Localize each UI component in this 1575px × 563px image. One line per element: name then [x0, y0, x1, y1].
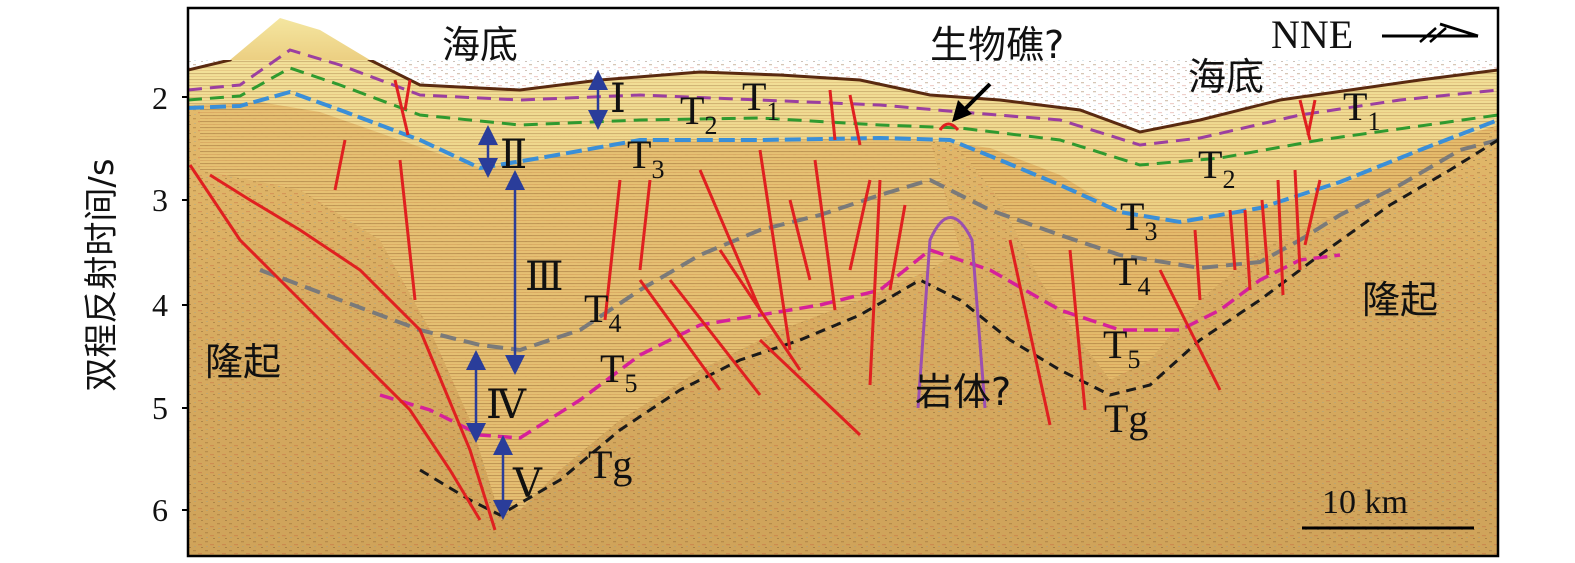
horizon-label-T3-left: T3 — [627, 132, 664, 184]
interval-arrows — [466, 70, 608, 520]
sequence-I-label: Ⅰ — [610, 76, 626, 121]
horizon-label-T1-right: T1 — [1343, 84, 1380, 136]
reef-pointer-arrowhead — [952, 100, 972, 122]
sequence-V-label: Ⅴ — [512, 461, 543, 506]
horizon-T1 — [188, 48, 1498, 147]
y-axis-ticks: 2 3 4 5 6 — [152, 80, 189, 528]
direction-indicator: NNE — [1271, 12, 1479, 57]
reef-pointer-arrow — [960, 82, 992, 114]
faults — [188, 79, 1322, 531]
uplift-label-left: 隆起 — [205, 340, 281, 384]
y-tick-2: 2 — [152, 80, 168, 116]
horizon-label-T5-right: T5 — [1103, 322, 1140, 374]
uplift-label-right: 隆起 — [1362, 278, 1438, 322]
horizon-T4 — [259, 138, 1498, 353]
horizon-T5 — [379, 248, 1341, 440]
seafloor-label-right: 海底 — [1188, 55, 1264, 99]
sequence-IV-label: Ⅳ — [486, 382, 527, 427]
horizon-label-T5-left: T5 — [600, 346, 637, 398]
sequence-III-label: Ⅲ — [525, 254, 564, 299]
direction-label: NNE — [1271, 12, 1353, 57]
rock-body-outline — [916, 216, 987, 409]
seismic-section — [188, 8, 1498, 556]
reef-outline — [938, 122, 960, 132]
scale-bar-label: 10 km — [1322, 484, 1408, 521]
y-tick-6: 6 — [152, 492, 168, 528]
scale-bar: 10 km — [1302, 484, 1474, 530]
y-tick-5: 5 — [152, 390, 168, 426]
y-axis-label: 双程反射时间/s — [82, 158, 122, 391]
reef-label: 生物礁? — [930, 23, 1064, 67]
seafloor-label-left: 海底 — [442, 23, 518, 67]
horizon-T2 — [188, 66, 1498, 167]
y-tick-3: 3 — [152, 182, 168, 218]
rock-body-label: 岩体? — [915, 370, 1011, 414]
horizon-label-Tg-left: Tg — [588, 442, 632, 487]
y-tick-4: 4 — [152, 287, 168, 323]
horizon-T3 — [188, 89, 1498, 225]
horizon-label-T2-left: T2 — [680, 88, 717, 140]
horizon-label-T1-left: T1 — [742, 74, 779, 126]
horizon-label-T4-left: T4 — [584, 286, 621, 338]
horizon-label-T3-right: T3 — [1120, 194, 1157, 246]
horizon-label-Tg-right: Tg — [1104, 396, 1148, 441]
horizon-label-T2-right: T2 — [1198, 142, 1235, 194]
horizon-label-T4-right: T4 — [1113, 249, 1150, 301]
sequence-II-label: Ⅱ — [500, 132, 527, 177]
